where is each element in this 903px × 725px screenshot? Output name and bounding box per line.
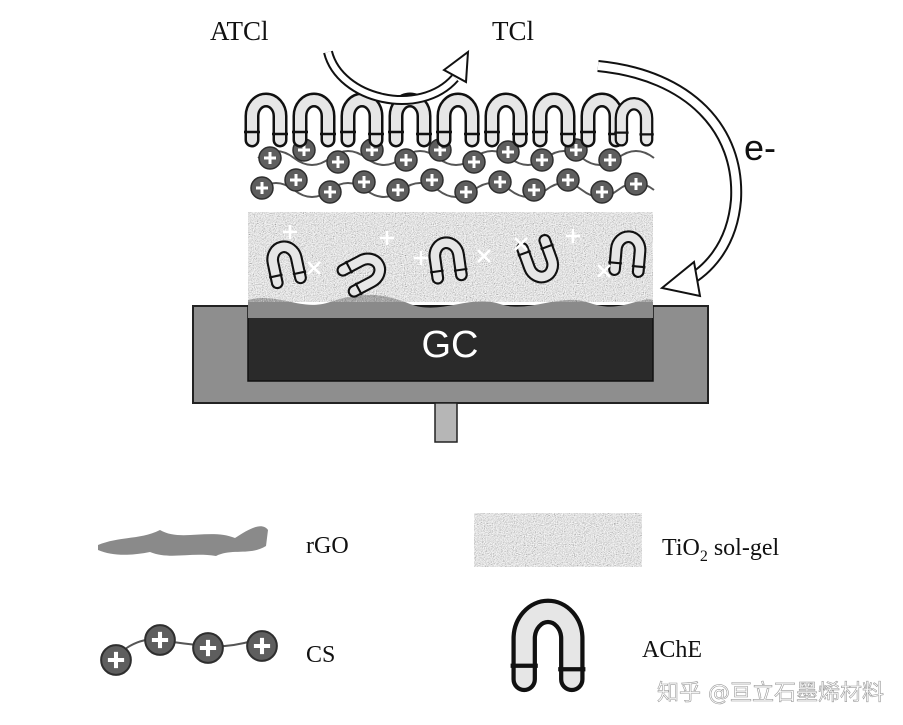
electrode-label: GC bbox=[422, 324, 479, 366]
ache-legend-label: AChE bbox=[642, 637, 702, 663]
cs-bead-3 bbox=[193, 633, 223, 663]
glassy-carbon-core bbox=[247, 305, 654, 382]
rgo-swatch bbox=[98, 526, 268, 556]
tio2-sol-gel-layer bbox=[248, 212, 653, 302]
electrode: GC bbox=[192, 305, 709, 443]
reaction-arrow bbox=[323, 49, 470, 105]
electrode-stem bbox=[434, 402, 458, 443]
ache-top-layer bbox=[244, 100, 654, 140]
legend-cs: CS bbox=[101, 625, 335, 675]
legend-tio2: TiO2 sol-gel bbox=[474, 513, 779, 567]
legend-ache: AChE bbox=[511, 611, 702, 679]
legend-rgo: rGO bbox=[98, 526, 349, 559]
ache-icon bbox=[511, 611, 586, 679]
cs-bead-4 bbox=[247, 631, 277, 661]
legend: rGO TiO2 sol-gel CS AChE bbox=[98, 513, 779, 679]
cs-legend-label: CS bbox=[306, 642, 335, 668]
tio2-swatch bbox=[474, 513, 642, 567]
electron-label: e- bbox=[744, 127, 776, 168]
electron-transfer-arrow bbox=[597, 60, 743, 298]
watermark: 知乎 @亘立石墨烯材料 bbox=[657, 681, 884, 706]
rgo-legend-label: rGO bbox=[306, 533, 349, 559]
substrate-label: ATCl bbox=[210, 16, 269, 46]
product-label: TCl bbox=[492, 16, 534, 46]
cs-bead-1 bbox=[101, 645, 131, 675]
embedded-charge-marks bbox=[283, 225, 611, 278]
tio2-legend-label: TiO2 sol-gel bbox=[662, 535, 779, 565]
cs-bead-2 bbox=[145, 625, 175, 655]
cs-layer bbox=[249, 137, 655, 205]
